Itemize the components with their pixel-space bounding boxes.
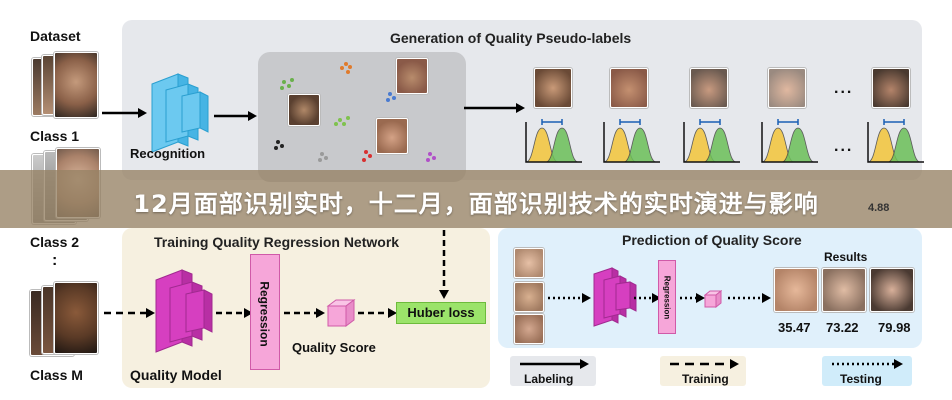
testing-arrow-in [548, 293, 591, 303]
legend-labeling-arrow [520, 359, 589, 369]
training-arrow-in [104, 308, 155, 318]
predict-input-face-3 [514, 314, 544, 344]
recognition-to-cluster-arrow [214, 111, 257, 121]
recognition-label: Recognition [130, 146, 206, 161]
recognition-network-icon [151, 73, 209, 153]
labeling-arrow-in [102, 108, 147, 118]
distribution-axis-4 [761, 122, 818, 163]
distribution-gap-marker-4 [777, 119, 799, 125]
distribution-axis-2 [603, 122, 660, 163]
distribution-axis-3 [683, 122, 740, 163]
cluster-face-1 [288, 94, 320, 126]
predict-regression-block [658, 260, 676, 334]
legend-training-label: Training [682, 372, 729, 386]
class1-face-stack [32, 52, 102, 124]
huber-loss-box: Huber loss [396, 302, 486, 324]
regression-block [250, 254, 280, 370]
distribution-gap-marker-1 [541, 119, 563, 125]
dataset-title: Dataset [30, 28, 81, 44]
pseudo-label-to-loss-arrow [439, 230, 449, 299]
result-score-1: 35.47 [778, 320, 811, 335]
results-label: Results [824, 250, 868, 264]
regression-to-score-arrow [284, 308, 325, 318]
legend-labeling-label: Labeling [524, 372, 574, 386]
cluster-face-2 [396, 58, 428, 94]
score-to-results-arrow [728, 293, 771, 303]
quality-model-label: Quality Model [130, 367, 222, 383]
class2-label: Class 2 [30, 234, 80, 250]
result-face-2 [822, 268, 866, 312]
classM-face-stack [30, 282, 102, 362]
result-face-1 [774, 268, 818, 312]
predict-model-icon [593, 267, 637, 327]
distribution-curve-3 [703, 127, 737, 163]
quality-score-label: Quality Score [292, 340, 376, 355]
result-face-3 [870, 268, 914, 312]
training-title: Training Quality Regression Network [154, 234, 400, 250]
predict-regression-to-score-arrow [680, 293, 705, 303]
distribution-axis-5 [867, 122, 924, 163]
cluster-to-labels-arrow [464, 103, 525, 113]
headline-banner [0, 170, 952, 228]
dataset-ellipsis: : [52, 252, 60, 269]
label-face-4 [768, 68, 806, 108]
predict-model-to-regression-arrow [634, 293, 661, 303]
label-face-2 [610, 68, 648, 108]
label-face-1 [534, 68, 572, 108]
result-score-3: 79.98 [878, 320, 911, 335]
predict-regression-label: Regression [662, 275, 672, 319]
quality-model-icon [155, 269, 213, 353]
predict-score-cube-icon [704, 290, 722, 308]
labels-ellipsis-bottom: ... [834, 138, 854, 155]
model-to-regression-arrow [216, 308, 253, 318]
distribution-curve-4 [781, 127, 815, 163]
distribution-curve-5 [887, 127, 921, 163]
label-face-5 [872, 68, 910, 108]
feature-cluster-scatter [274, 62, 436, 162]
legend-testing-arrow [832, 359, 903, 369]
distribution-gap-marker-3 [699, 119, 721, 125]
distribution-gap-marker-2 [619, 119, 641, 125]
quality-score-cube-icon [326, 299, 356, 327]
classM-label: Class M [30, 367, 83, 383]
distribution-curve-2 [623, 127, 657, 163]
distribution-curves [525, 119, 924, 163]
predict-input-face-1 [514, 248, 544, 278]
predict-input-face-2 [514, 282, 544, 312]
distribution-axis-1 [525, 122, 582, 163]
score-to-loss-arrow [358, 308, 397, 318]
generation-title: Generation of Quality Pseudo-labels [390, 30, 632, 46]
legend-testing-label: Testing [840, 372, 882, 386]
regression-label: Regression [258, 281, 273, 347]
distribution-gap-marker-5 [883, 119, 905, 125]
result-score-2: 73.22 [826, 320, 859, 335]
partial-score: 4.88 [868, 202, 890, 214]
distribution-curve-1 [545, 127, 579, 163]
labels-ellipsis-top: ... [834, 80, 854, 97]
legend-training-arrow [670, 359, 739, 369]
label-face-3 [690, 68, 728, 108]
class1-label: Class 1 [30, 128, 80, 144]
cluster-face-3 [376, 118, 408, 154]
headline-text: 12月面部识别实时，十二月，面部识别技术的实时演进与影响 [133, 190, 819, 218]
prediction-title: Prediction of Quality Score [622, 232, 802, 248]
